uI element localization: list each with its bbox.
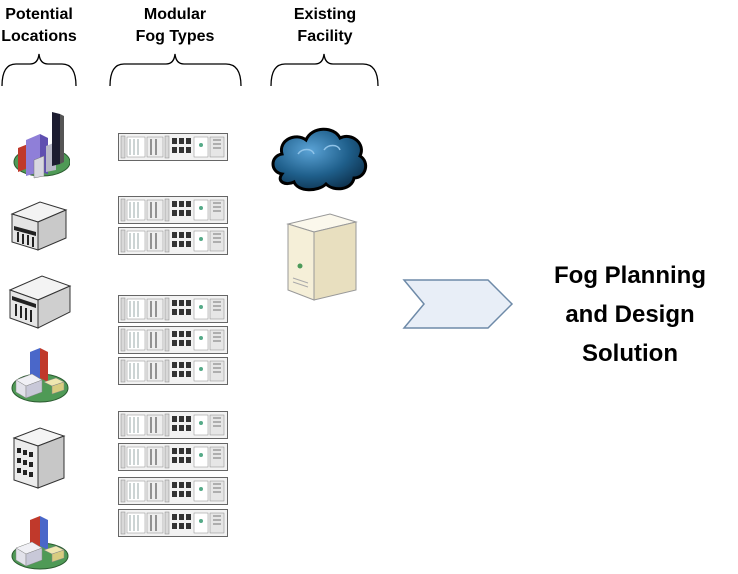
- fog-type-rack-unit: [118, 326, 228, 354]
- fog-type-rack-unit: [118, 477, 228, 505]
- fog-type-rack-unit: [118, 443, 228, 471]
- fog-type-rack-unit: [118, 411, 228, 439]
- factory-building-icon: [8, 275, 72, 329]
- header-potential-locations: Potential Locations: [1, 6, 77, 45]
- bank-building-icon: [10, 201, 68, 251]
- fog-type-rack-unit: [118, 295, 228, 323]
- city-block-icon: [11, 516, 69, 570]
- server-tower-icon: [286, 213, 358, 301]
- fog-type-rack-unit: [118, 227, 228, 255]
- city-skyline-icon: [13, 112, 70, 179]
- office-building-icon: [12, 427, 66, 489]
- fog-type-rack-unit: [118, 133, 228, 161]
- result-label: Fog Planning and Design Solution: [554, 262, 706, 367]
- brace-modular-fog-types: [109, 53, 242, 87]
- fog-type-rack-unit: [118, 357, 228, 385]
- fog-type-rack-unit: [118, 196, 228, 224]
- process-arrow-icon: [402, 279, 514, 329]
- header-existing-facility: Existing Facility: [293, 6, 357, 45]
- brace-potential-locations: [1, 53, 77, 87]
- fog-type-rack-unit: [118, 509, 228, 537]
- header-modular-fog-types: Modular Fog Types: [135, 6, 215, 45]
- cloud-icon: [271, 127, 368, 192]
- brace-existing-facility: [270, 53, 379, 87]
- city-block-icon: [11, 348, 69, 403]
